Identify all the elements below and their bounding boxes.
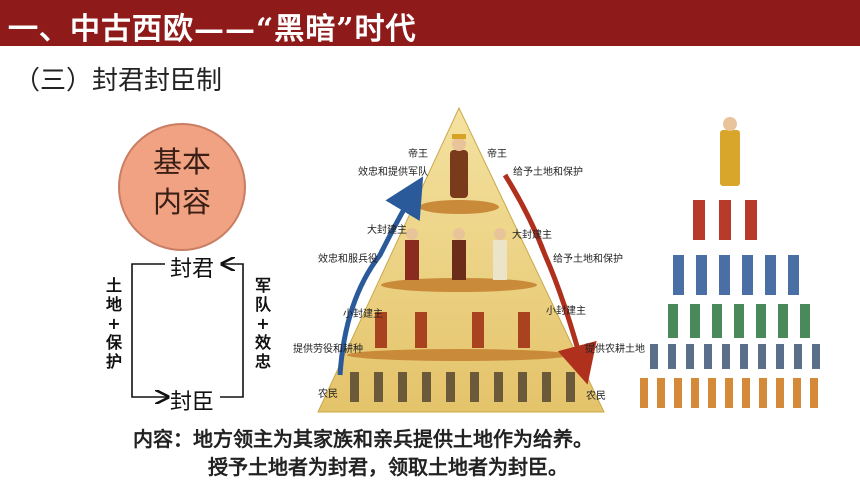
section-heading: （三）封君封臣制 xyxy=(14,66,223,96)
content-line-1: 内容：地方领主为其家族和亲兵提供土地作为给养。 xyxy=(133,427,593,451)
lesser-lord-figures xyxy=(375,312,530,348)
army-loyalty-label: 军队+效忠 xyxy=(254,276,271,371)
tier-label: 小封建主 xyxy=(546,304,586,317)
pyramid-note: 效忠和提供军队 xyxy=(358,165,428,178)
title-bar: 一、中古西欧——“黑暗”时代 xyxy=(0,0,860,47)
pyramid-note: 提供劳役和耕种 xyxy=(293,342,363,355)
peasant-figures xyxy=(350,372,575,402)
content-line-2: 授予土地者为封君，领取土地者为封臣。 xyxy=(208,455,568,479)
lord-label: 封君 xyxy=(170,257,215,282)
knight-row xyxy=(673,255,799,295)
soldier-row xyxy=(668,304,810,338)
pyramid-note: 给予土地和保护 xyxy=(553,252,623,265)
circle-line-1: 基本 xyxy=(152,145,211,179)
great-lord-figures xyxy=(405,228,507,280)
basic-content-circle: 基本 内容 xyxy=(118,123,246,251)
grant-down-arrow xyxy=(502,173,597,385)
emperor-figure xyxy=(450,134,468,198)
pyramid-note: 提供农耕土地 xyxy=(585,342,645,355)
vassal-label: 封臣 xyxy=(170,390,215,415)
tier-platform xyxy=(347,349,571,361)
page-title: 一、中古西欧——“黑暗”时代 xyxy=(8,12,417,47)
pyramid-note: 效忠和服兵役 xyxy=(318,252,378,265)
tier-label: 大封建主 xyxy=(367,223,407,236)
loyalty-up-arrow xyxy=(337,176,424,376)
tier-platform xyxy=(381,278,537,292)
tier-label: 大封建主 xyxy=(512,228,552,241)
commoner-row xyxy=(650,344,820,369)
tier-label: 农民 xyxy=(586,389,606,402)
tier-label: 帝王 xyxy=(408,147,428,160)
tier-label: 帝王 xyxy=(487,147,507,160)
serf-row xyxy=(640,378,818,408)
tier-platform xyxy=(419,200,499,214)
land-protection-label: 土地+保护 xyxy=(105,276,122,371)
pyramid-note: 给予土地和保护 xyxy=(513,165,583,178)
king-figure xyxy=(720,117,740,186)
content-text: 内容：地方领主为其家族和亲兵提供土地作为给养。 授予土地者为封君，领取土地者为封… xyxy=(133,425,593,481)
tier-label: 小封建主 xyxy=(343,307,383,320)
tier-label: 农民 xyxy=(318,387,338,400)
noble-row xyxy=(693,200,757,240)
circle-line-2: 内容 xyxy=(152,185,211,219)
